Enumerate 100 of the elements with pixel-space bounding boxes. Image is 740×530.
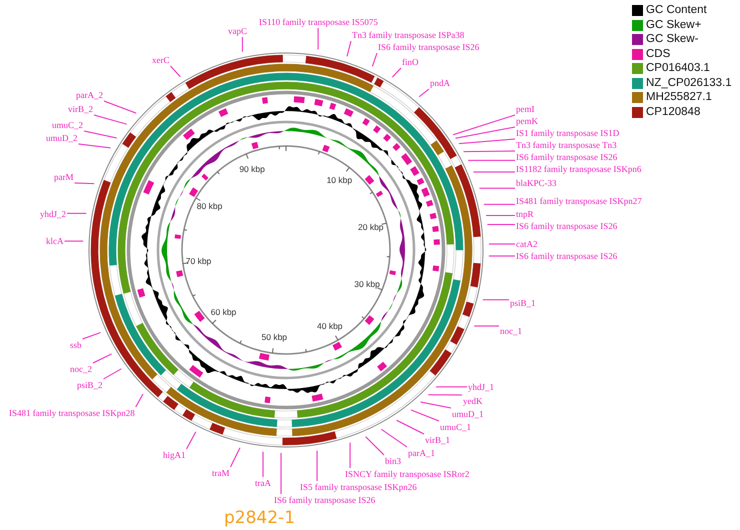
gene-label: psiB_2: [77, 380, 103, 390]
gene-label: vapC: [228, 26, 247, 36]
legend-label: MH255827.1: [646, 91, 712, 104]
gene-label: parA_1: [408, 448, 435, 458]
leader-line: [474, 326, 500, 327]
gene-label: umuC_2: [52, 120, 84, 130]
gene-label: catA2: [516, 239, 538, 249]
leader-line: [82, 332, 102, 340]
leader-line: [230, 447, 240, 468]
leader-line: [94, 114, 128, 125]
gene-label: tnpR: [516, 209, 534, 219]
leader-line: [318, 28, 319, 50]
scale-label: 40 kbp: [317, 321, 343, 332]
gene-label: virB_2: [68, 104, 94, 114]
leader-line: [410, 409, 440, 422]
gene-label: IS6 family transposase IS26: [378, 42, 480, 52]
gene-label: traA: [255, 478, 271, 488]
gene-label: traM: [212, 468, 230, 478]
gene-label: klcA: [46, 236, 64, 246]
gene-label: Tn3 family transposase Tn3: [516, 140, 617, 150]
leader-line: [280, 452, 282, 494]
gene-label: ISNCY family transposase ISRor2: [345, 469, 470, 479]
gene-label: finO: [402, 57, 418, 67]
gene-label: yedK: [463, 396, 482, 406]
gene-label: yhdJ_2: [40, 209, 66, 219]
leader-line: [64, 240, 84, 242]
gene-label: IS6 family transposase IS26: [516, 152, 618, 162]
legend-label: CP120848: [646, 106, 700, 118]
leader-line: [482, 299, 510, 300]
scale-label: 50 kbp: [262, 332, 288, 342]
leader-line: [372, 52, 378, 67]
scale-label: 90 kbp: [239, 164, 265, 174]
legend-label: CP016403.1: [646, 62, 710, 75]
legend-label: GC Skew-: [646, 33, 698, 46]
leader-line: [452, 114, 516, 136]
gene-label: IS110 family transposase IS5075: [259, 17, 378, 27]
gene-label: virB_1: [425, 435, 450, 445]
leader-line: [135, 394, 144, 408]
leader-line: [454, 126, 516, 139]
gene-label: noc_1: [500, 326, 522, 336]
leader-line: [468, 160, 516, 161]
gene-label: parM: [54, 172, 74, 182]
leader-line: [435, 386, 468, 388]
gene-label: IS481 family transposase ISKpn28: [9, 408, 135, 418]
scale-label: 60 kbp: [210, 307, 236, 318]
gene-label: pemI: [516, 104, 534, 114]
legend-label: GC Content: [646, 4, 707, 17]
leader-line: [428, 394, 462, 396]
gene-label: pndA: [430, 78, 450, 88]
leader-line: [483, 204, 516, 205]
gene-label: IS1182 family transposase ISKpn6: [516, 164, 642, 174]
gene-label: IS481 family transposase ISKpn27: [516, 196, 642, 206]
scale-label: 80 kbp: [196, 201, 222, 211]
leader-line: [66, 212, 87, 214]
leader-line: [92, 353, 112, 364]
leader-line: [486, 214, 516, 216]
leader-line: [103, 368, 122, 380]
leader-line: [418, 88, 430, 98]
scale-label: 30 kbp: [354, 278, 380, 289]
leader-line: [380, 428, 408, 448]
gene-label: umuD_1: [452, 409, 484, 419]
leader-line: [478, 188, 516, 189]
legend-label: GC Skew+: [646, 18, 702, 32]
leader-line: [392, 68, 402, 78]
gene-label: xerC: [152, 55, 170, 65]
leader-line: [262, 451, 264, 478]
gene-label: higA1: [163, 450, 186, 460]
leader-line: [365, 436, 384, 456]
gene-label: IS6 family transposase IS26: [516, 221, 618, 231]
leader-line: [170, 66, 181, 78]
leader-line: [396, 420, 424, 434]
leader-line: [104, 100, 137, 114]
gene-label: Tn3 family transposase ISPa38: [352, 30, 464, 40]
legend-label: NZ_CP026133.1: [646, 76, 732, 90]
gene-label: ssb: [70, 340, 82, 350]
leader-line: [458, 138, 516, 144]
leader-line: [488, 243, 516, 244]
gene-label: IS6 family transposase IS26: [274, 495, 376, 505]
leader-line: [488, 256, 516, 257]
leader-line: [74, 182, 95, 184]
gene-label: IS6 family transposase IS26: [516, 251, 618, 261]
leader-line: [463, 150, 516, 152]
leader-line: [84, 130, 118, 138]
leader-line: [78, 144, 112, 148]
leader-line: [186, 431, 196, 450]
scale-label: 20 kbp: [358, 222, 384, 232]
gene-label: IS5 family transposase ISKpn26: [300, 482, 417, 492]
gene-label: parA_2: [76, 90, 103, 100]
caption: p2842-1: [224, 508, 296, 528]
gene-label: blaKPC-33: [516, 178, 556, 188]
leader-line: [420, 402, 452, 408]
leader-line: [346, 40, 352, 57]
gene-label: pemK: [516, 116, 538, 126]
scale-label: 70 kbp: [186, 256, 212, 266]
leader-line: [486, 224, 516, 226]
gene-label: yhdJ_1: [468, 382, 494, 392]
legend-label: CDS: [646, 48, 670, 60]
scale-label: 10 kbp: [326, 175, 352, 186]
leader-line: [242, 36, 243, 52]
leader-line: [316, 450, 318, 482]
